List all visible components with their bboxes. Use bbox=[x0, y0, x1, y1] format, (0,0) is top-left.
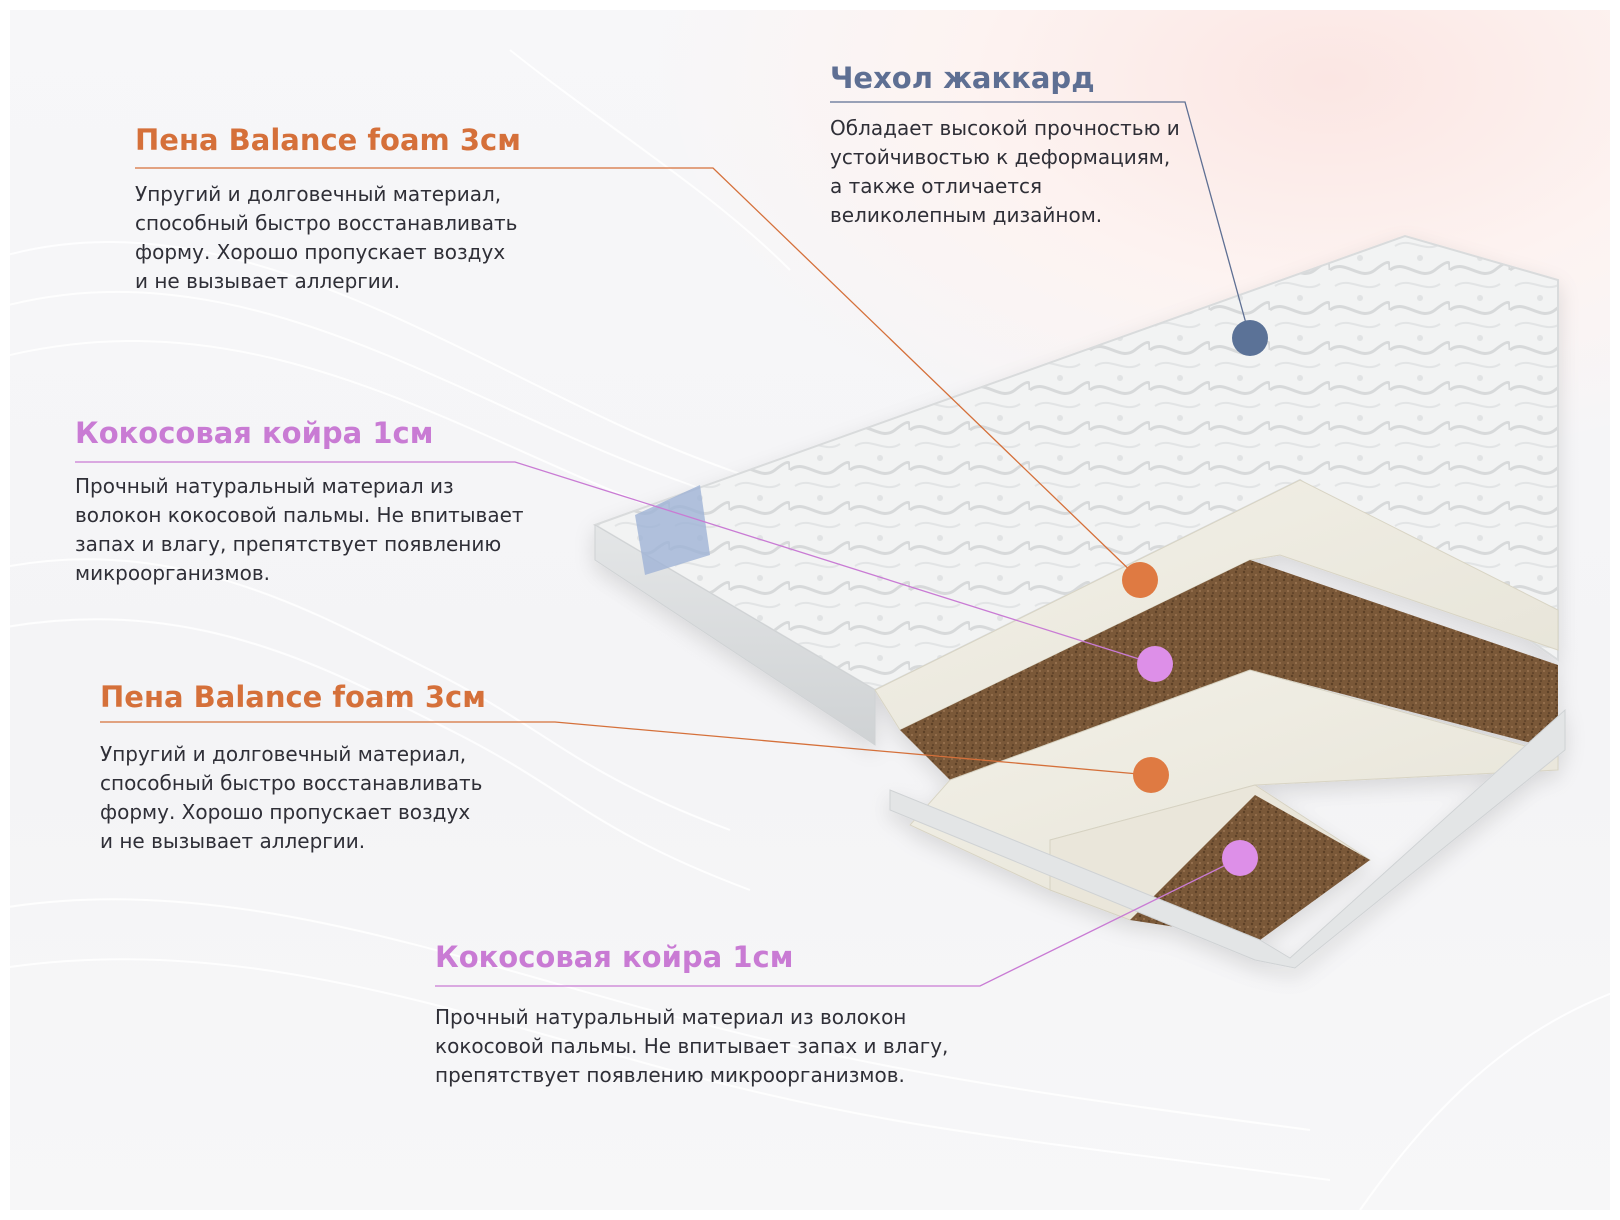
leader-line-foam-bottom bbox=[100, 721, 1151, 776]
coir-top-title: Кокосовая койра 1см bbox=[75, 416, 434, 450]
foam-top-description: Упругий и долговечный материал, способны… bbox=[135, 182, 518, 293]
marker-cover bbox=[1232, 320, 1268, 356]
mattress-illustration bbox=[75, 101, 1566, 987]
cover-description: Обладает высокой прочностью и устойчивос… bbox=[830, 116, 1180, 227]
leader-line-cover bbox=[830, 101, 1251, 339]
leader-line-coir-bottom bbox=[435, 857, 1241, 987]
mattress-label bbox=[635, 485, 710, 575]
cover-title: Чехол жаккард bbox=[830, 61, 1095, 95]
marker-coir-bottom bbox=[1222, 840, 1258, 876]
markers bbox=[1122, 320, 1268, 876]
coir-top-description: Прочный натуральный материал из волокон … bbox=[75, 474, 524, 585]
mattress-base-edge bbox=[889, 708, 1566, 969]
coir-bottom-description: Прочный натуральный материал из волокон … bbox=[435, 1005, 949, 1087]
mattress-side bbox=[594, 524, 876, 746]
marker-foam-bottom bbox=[1133, 757, 1169, 793]
foam-top-title: Пена Balance foam 3см bbox=[135, 123, 521, 157]
marker-coir-top bbox=[1137, 646, 1173, 682]
coir-bottom-title: Кокосовая койра 1см bbox=[435, 940, 794, 974]
infographic: Чехол жаккард Обладает высокой прочность… bbox=[10, 10, 1610, 1210]
leader-line-foam-top bbox=[135, 167, 1141, 581]
foam-bottom-title: Пена Balance foam 3см bbox=[100, 680, 486, 714]
leader-line-coir-top bbox=[75, 461, 1156, 665]
marker-foam-top bbox=[1122, 562, 1158, 598]
coir-layer-top bbox=[900, 560, 1558, 780]
foam-bottom-description: Упругий и долговечный материал, способны… bbox=[100, 742, 483, 853]
leader-lines bbox=[75, 101, 1251, 987]
mattress-shape bbox=[592, 234, 1566, 969]
